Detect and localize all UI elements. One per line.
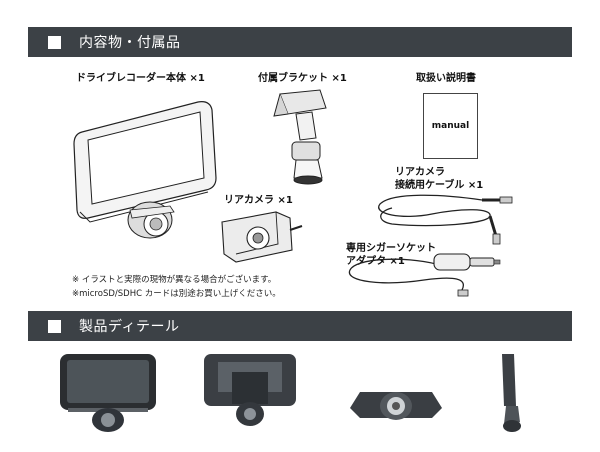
main-unit-label: ドライブレコーダー本体 ×1: [76, 73, 205, 84]
square-bullet-icon: [48, 35, 61, 49]
contents-section-header: 内容物・付属品: [28, 27, 572, 57]
adapter-label-line2: アダプタ ×1: [346, 256, 405, 267]
detail-photo-back: [204, 354, 296, 426]
adapter-label-line1: 専用シガーソケット: [346, 243, 436, 254]
note-microsd: ※microSD/SDHC カードは別途お買い上げください。: [72, 289, 281, 299]
rear-cable-label-line1: リアカメラ: [395, 167, 445, 178]
rear-cable-label-line2: 接続用ケーブル ×1: [395, 180, 484, 191]
socket-adapter-image: [348, 253, 501, 297]
detail-photo-bottom: [350, 392, 442, 420]
detail-photo-front: [60, 354, 156, 432]
bracket-image: [273, 89, 327, 185]
bracket-label: 付属ブラケット ×1: [258, 73, 347, 84]
manual-label: 取扱い説明書: [416, 73, 476, 84]
detail-photo-side: [502, 354, 521, 432]
manual-booklet-image: manual: [423, 93, 478, 159]
rear-camera-cable-image: [378, 194, 513, 245]
rear-camera-label: リアカメラ ×1: [224, 195, 293, 206]
manual-cover-text: manual: [431, 121, 470, 131]
details-section-header: 製品ディテール: [28, 311, 572, 341]
note-illustration: ※ イラストと実際の現物が異なる場合がございます。: [72, 275, 277, 285]
section-title: 製品ディテール: [79, 319, 180, 335]
rear-camera-image: [221, 211, 303, 263]
dashcam-main-unit-image: [73, 101, 217, 239]
square-bullet-icon: [48, 319, 61, 333]
section-title: 内容物・付属品: [79, 35, 181, 51]
